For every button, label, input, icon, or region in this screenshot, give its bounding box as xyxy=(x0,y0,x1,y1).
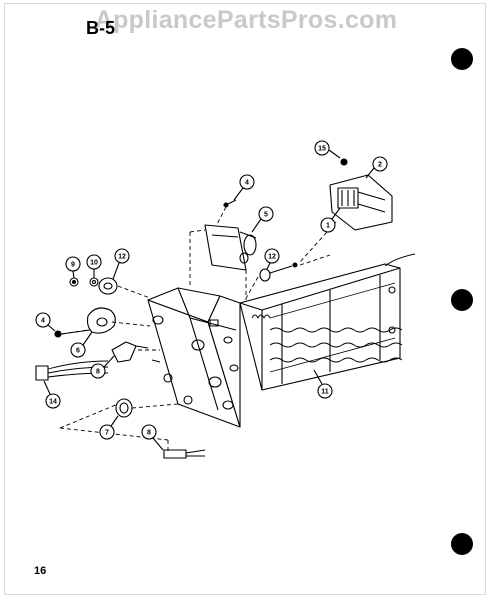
callout-1: 1 xyxy=(320,207,341,233)
svg-text:5: 5 xyxy=(264,212,268,219)
callout-6: 6 xyxy=(70,331,93,358)
svg-text:15: 15 xyxy=(318,146,326,153)
svg-text:10: 10 xyxy=(90,260,98,267)
svg-text:7: 7 xyxy=(105,430,109,437)
callout-14: 14 xyxy=(43,380,61,409)
svg-text:11: 11 xyxy=(321,389,329,396)
switch-bracket xyxy=(204,199,257,271)
svg-text:14: 14 xyxy=(49,399,57,406)
relay-assembly xyxy=(329,158,393,231)
callout-4-top: 4 xyxy=(233,174,255,201)
svg-text:12: 12 xyxy=(118,254,126,261)
callout-3: 8 xyxy=(90,355,115,379)
callout-10: 10 xyxy=(86,254,102,278)
svg-text:8: 8 xyxy=(147,430,151,437)
callout-12-right: 12 xyxy=(264,248,280,270)
watermark: AppliancePartsPros.com xyxy=(94,6,398,34)
leader-lines xyxy=(59,206,337,452)
svg-text:6: 6 xyxy=(76,348,80,355)
callout-15: 15 xyxy=(314,140,341,159)
svg-text:4: 4 xyxy=(245,180,249,187)
callout-7: 7 xyxy=(99,415,119,440)
heater-element-assembly xyxy=(239,253,416,391)
control-box xyxy=(147,287,241,428)
svg-text:12: 12 xyxy=(268,254,276,261)
svg-text:9: 9 xyxy=(71,262,75,269)
callout-8: 8 xyxy=(141,424,164,451)
svg-text:8: 8 xyxy=(96,369,100,376)
page-border xyxy=(4,3,486,595)
binder-hole-bottom xyxy=(451,533,473,555)
svg-text:1: 1 xyxy=(326,223,330,230)
binder-hole-middle xyxy=(451,289,473,311)
page-number: 16 xyxy=(34,565,47,577)
svg-text:2: 2 xyxy=(378,162,382,169)
callout-5: 5 xyxy=(251,206,274,233)
callout-4-left: 4 xyxy=(35,312,56,332)
page-label: B-5 xyxy=(86,18,116,38)
svg-text:4: 4 xyxy=(41,318,45,325)
callout-9: 9 xyxy=(65,256,81,279)
binder-hole-top xyxy=(451,48,473,70)
callout-12-left: 12 xyxy=(112,248,130,280)
bushing-right xyxy=(259,262,298,282)
callout-11: 11 xyxy=(313,369,333,399)
callout-2: 2 xyxy=(365,156,388,179)
